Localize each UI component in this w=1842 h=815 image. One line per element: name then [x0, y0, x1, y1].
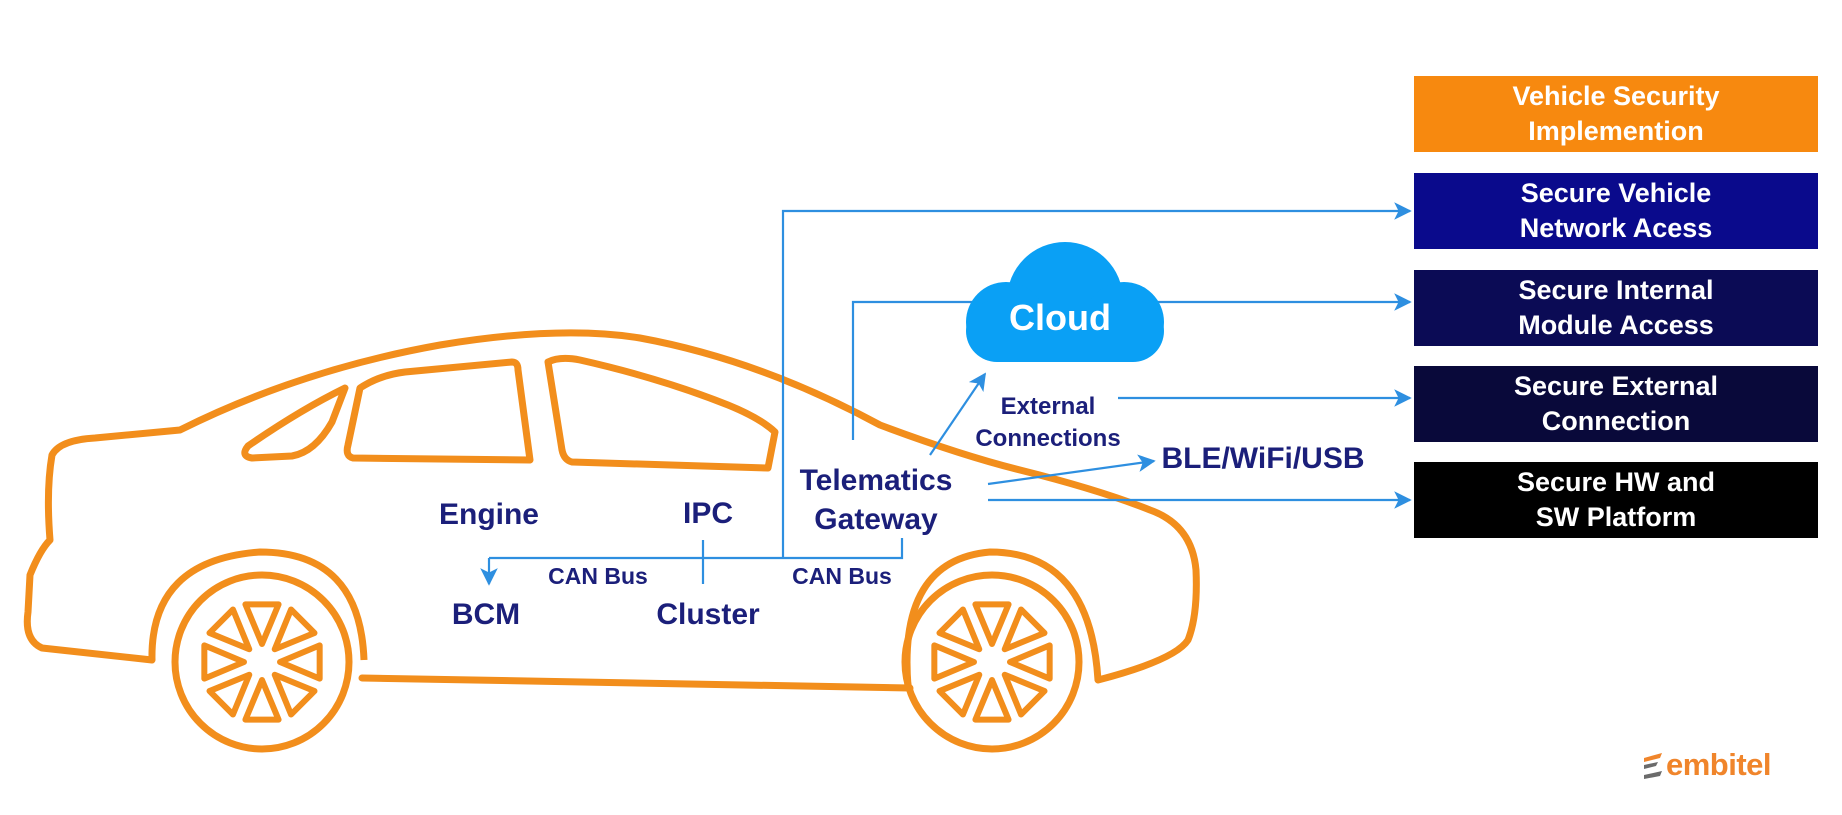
wheel-spoke [931, 642, 977, 682]
wheel-spoke [277, 642, 323, 682]
bcm-label: BCM [452, 598, 520, 631]
front-wheel-spokes [931, 601, 1053, 723]
telematics-to-ble-link [987, 454, 1156, 486]
rear-wheel-spokes [201, 601, 323, 723]
internal-module-line [851, 293, 1412, 440]
security-box-line2: Module Access [1518, 310, 1714, 340]
external-connections-line1: External [1001, 393, 1096, 420]
wheel-spoke [271, 671, 318, 718]
wheel-spoke [936, 606, 983, 653]
telematics-label-line1: Telematics [800, 464, 953, 497]
wheel-spoke [201, 642, 247, 682]
embitel-logo-mark-icon [1644, 753, 1662, 779]
security-box-line2: Implemention [1528, 116, 1704, 146]
can-bus-line [489, 538, 904, 560]
wheel-spoke [206, 606, 253, 653]
embitel-logo: embitel [1640, 747, 1772, 782]
rear-wheel-arch [148, 548, 368, 661]
front-wheel-arch [903, 548, 1102, 687]
engine-label: Engine [439, 498, 539, 531]
security-box-hw-sw-platform: Secure HW and SW Platform [1414, 462, 1818, 538]
security-box-line1: Vehicle Security [1512, 81, 1720, 111]
ble-wifi-usb-label: BLE/WiFi/USB [1161, 442, 1364, 475]
ipc-label: IPC [683, 497, 733, 530]
car-windows [241, 354, 779, 472]
telematics-to-cloud-link [929, 372, 986, 456]
car-body [23, 329, 1200, 684]
wheel-spoke [242, 601, 282, 647]
car-outline [23, 329, 1200, 692]
cloud-shape [966, 242, 1164, 362]
telematics-label-line2: Gateway [814, 503, 938, 536]
security-box-line1: Secure Internal [1518, 275, 1714, 305]
security-box-line1: Secure HW and [1516, 467, 1716, 497]
wheel-spoke [1001, 671, 1048, 718]
wheel-spoke [972, 677, 1012, 723]
security-box-line2: SW Platform [1535, 502, 1697, 532]
connector-lines [480, 202, 1412, 586]
car-underbody [358, 674, 914, 692]
network-access-line [781, 202, 1412, 558]
quarter-window [241, 384, 349, 462]
security-box-line1: Secure External [1513, 371, 1719, 401]
wheel-spoke [271, 606, 318, 653]
wheel-spoke [206, 671, 253, 718]
rear-wheel-tire [171, 571, 353, 753]
security-box-line2: Network Acess [1519, 213, 1713, 243]
rear-window [343, 358, 534, 464]
external-connections-line2: Connections [975, 425, 1120, 452]
wheel-spoke [1001, 606, 1048, 653]
front-wheel [901, 548, 1102, 753]
rear-wheel [148, 548, 368, 753]
wheel-spoke [1007, 642, 1053, 682]
cloud-label: Cloud [1009, 297, 1111, 338]
embitel-logo-text: embitel [1666, 747, 1772, 782]
security-box-line2: Connection [1541, 406, 1691, 436]
front-window [544, 354, 779, 472]
front-wheel-tire [901, 571, 1083, 753]
wheel-spoke [936, 671, 983, 718]
can-bus-label-left: CAN Bus [548, 563, 648, 589]
cluster-label: Cluster [656, 598, 760, 631]
wheel-spoke [972, 601, 1012, 647]
security-box-line1: Secure Vehicle [1520, 178, 1712, 208]
can-bus-label-right: CAN Bus [792, 563, 892, 589]
wheel-spoke [242, 677, 282, 723]
